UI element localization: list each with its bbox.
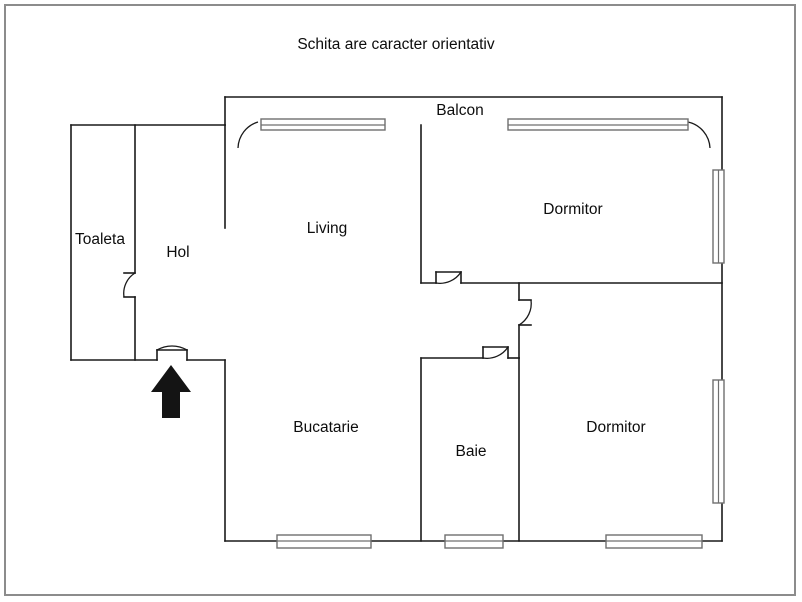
page-border-frame (4, 4, 796, 596)
interior-walls (123, 124, 723, 542)
door-arc-living-lower (435, 271, 462, 284)
entrance-direction-arrow (151, 365, 191, 418)
door-arc-entrance (156, 345, 188, 351)
door-arc-toaleta (123, 272, 136, 298)
page-title: Schita are caracter orientativ (297, 36, 495, 53)
door-arc-living-balcony (237, 121, 259, 149)
room-label-toaleta: Toaleta (75, 231, 125, 248)
door-arc-baie (482, 346, 509, 359)
door-arc-dormitor-balcony (687, 121, 711, 149)
room-label-living: Living (307, 220, 348, 237)
room-label-hol: Hol (166, 244, 189, 261)
exterior-walls (70, 96, 723, 542)
room-label-dormitor-sus: Dormitor (543, 201, 602, 218)
entrance-arrow-shape (151, 365, 191, 418)
door-arc-dormitor-jos (518, 299, 532, 326)
room-label-balcon: Balcon (436, 102, 483, 119)
room-label-dormitor-jos: Dormitor (586, 419, 645, 436)
door-arcs (123, 121, 711, 359)
room-labels: Toaleta Hol Living Balcon Dormitor Bucat… (75, 102, 646, 460)
windows (260, 118, 725, 549)
room-label-bucatarie: Bucatarie (293, 419, 358, 436)
room-label-baie: Baie (455, 443, 486, 460)
